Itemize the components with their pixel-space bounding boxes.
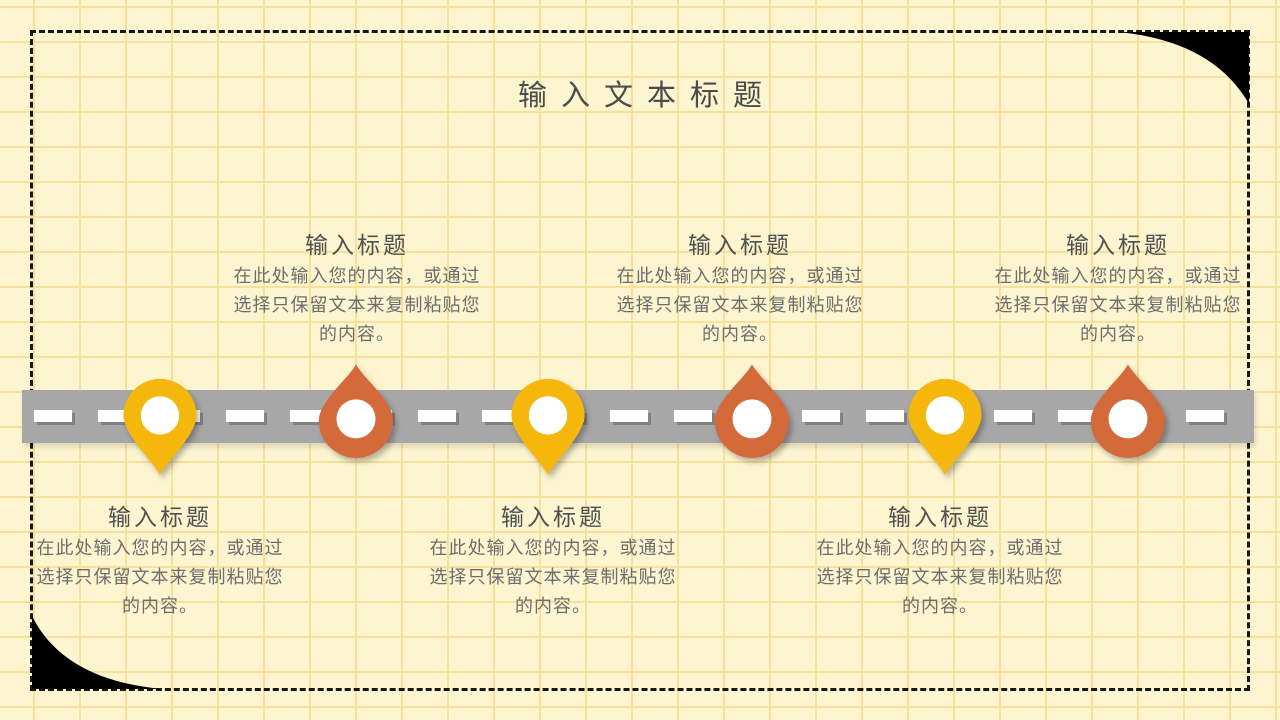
map-pin-4-icon [711, 363, 793, 463]
item-heading: 输入标题 [688, 232, 792, 258]
item-heading: 输入标题 [305, 232, 409, 258]
timeline-road [22, 390, 1254, 443]
corner-swoosh-top-right-icon [1118, 32, 1249, 104]
text-block-bottom-1: 输入标题 在此处输入您的内容，或通过选择只保留文本来复制粘贴您的内容。 [35, 502, 285, 621]
text-block-bottom-2: 输入标题 在此处输入您的内容，或通过选择只保留文本来复制粘贴您的内容。 [428, 502, 678, 621]
text-block-top-2: 输入标题 在此处输入您的内容，或通过选择只保留文本来复制粘贴您的内容。 [615, 230, 865, 349]
text-block-bottom-3: 输入标题 在此处输入您的内容，或通过选择只保留文本来复制粘贴您的内容。 [815, 502, 1065, 621]
page-title: 输入文本标题 [517, 80, 776, 112]
item-body: 在此处输入您的内容，或通过选择只保留文本来复制粘贴您的内容。 [36, 538, 284, 616]
map-pin-6-icon [1087, 363, 1169, 463]
corner-swoosh-bottom-left-icon [32, 616, 162, 689]
item-body: 在此处输入您的内容，或通过选择只保留文本来复制粘贴您的内容。 [816, 538, 1064, 616]
map-pin-1-icon [116, 377, 204, 475]
item-heading: 输入标题 [1066, 232, 1170, 258]
item-body: 在此处输入您的内容，或通过选择只保留文本来复制粘贴您的内容。 [233, 266, 481, 344]
item-heading: 输入标题 [501, 504, 605, 530]
item-body: 在此处输入您的内容，或通过选择只保留文本来复制粘贴您的内容。 [616, 266, 864, 344]
text-block-top-3: 输入标题 在此处输入您的内容，或通过选择只保留文本来复制粘贴您的内容。 [993, 230, 1243, 349]
road-center-dashes [34, 410, 1245, 422]
map-pin-5-icon [901, 377, 989, 475]
item-body: 在此处输入您的内容，或通过选择只保留文本来复制粘贴您的内容。 [994, 266, 1242, 344]
item-heading: 输入标题 [108, 504, 212, 530]
item-heading: 输入标题 [888, 504, 992, 530]
text-block-top-1: 输入标题 在此处输入您的内容，或通过选择只保留文本来复制粘贴您的内容。 [232, 230, 482, 349]
map-pin-3-icon [504, 377, 592, 475]
map-pin-2-icon [315, 363, 397, 463]
item-body: 在此处输入您的内容，或通过选择只保留文本来复制粘贴您的内容。 [429, 538, 677, 616]
